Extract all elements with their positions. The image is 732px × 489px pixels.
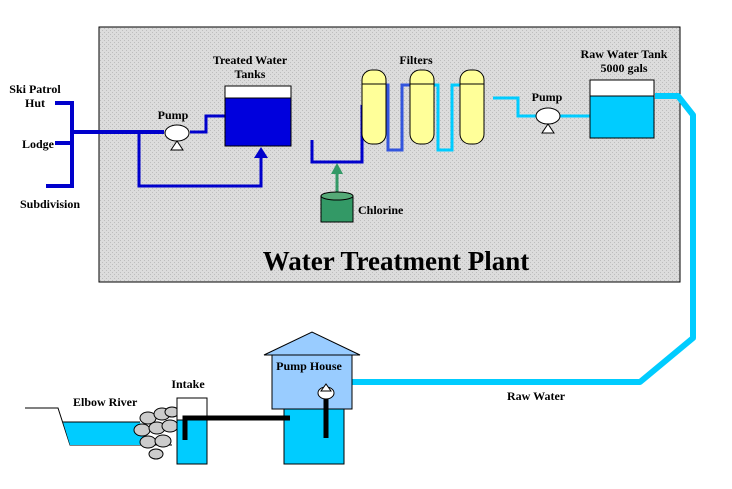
pump-house-roof [263, 331, 361, 356]
treated-tanks-label-2: Tanks [235, 67, 266, 81]
pump-house-building [271, 354, 353, 410]
chlorine-arrowhead [331, 163, 343, 174]
filter-2-icon [409, 69, 435, 145]
raw-tank-label-2: 5000 gals [600, 61, 647, 75]
chlorine-label: Chlorine [358, 203, 404, 217]
pump-right-icon [535, 107, 561, 134]
intake-label: Intake [171, 377, 205, 391]
treatment-plant-boundary [98, 26, 681, 283]
filter-3-icon [459, 69, 485, 145]
elbow-river-label: Elbow River [73, 395, 138, 409]
treated-tank-top [224, 85, 292, 99]
raw-tank-top [589, 79, 655, 97]
intake-well-water [176, 419, 208, 465]
subdivision-branch [46, 132, 74, 188]
raw-water-label: Raw Water [507, 389, 566, 403]
bypass-arrowhead [254, 147, 268, 158]
filter-link-pipe-1 [434, 83, 460, 152]
filter-link-pipe-2 [386, 83, 410, 152]
pump-left-icon [164, 124, 190, 151]
ski-patrol-label-1: Ski Patrol [9, 82, 61, 96]
treated-main-pipe [190, 114, 226, 134]
bypass-pipe [137, 132, 263, 188]
pump-to-filter-pipe [493, 96, 536, 118]
chlorine-tank-icon [320, 191, 354, 223]
plant-title: Water Treatment Plant [263, 246, 529, 276]
intake-rocks-icon [133, 406, 180, 460]
pump-right-label: Pump [532, 90, 563, 104]
raw-water-pipe [330, 93, 696, 385]
ski-patrol-branch [55, 101, 74, 132]
river-water [63, 422, 148, 445]
filter-1-icon [361, 69, 387, 145]
filters-label: Filters [399, 53, 433, 67]
pump-house-pump-icon [317, 383, 335, 400]
intake-suction-pipe [182, 415, 290, 440]
pump-house-label: Pump House [276, 359, 342, 373]
treated-tanks-label-1: Treated Water [213, 53, 288, 67]
raw-tank-label-1: Raw Water Tank [581, 47, 668, 61]
pump-left-label: Pump [158, 108, 189, 122]
pump-house-well [283, 407, 345, 465]
lodge-label: Lodge [22, 137, 55, 151]
ski-patrol-label-2: Hut [25, 96, 45, 110]
subdivision-label: Subdivision [20, 197, 80, 211]
